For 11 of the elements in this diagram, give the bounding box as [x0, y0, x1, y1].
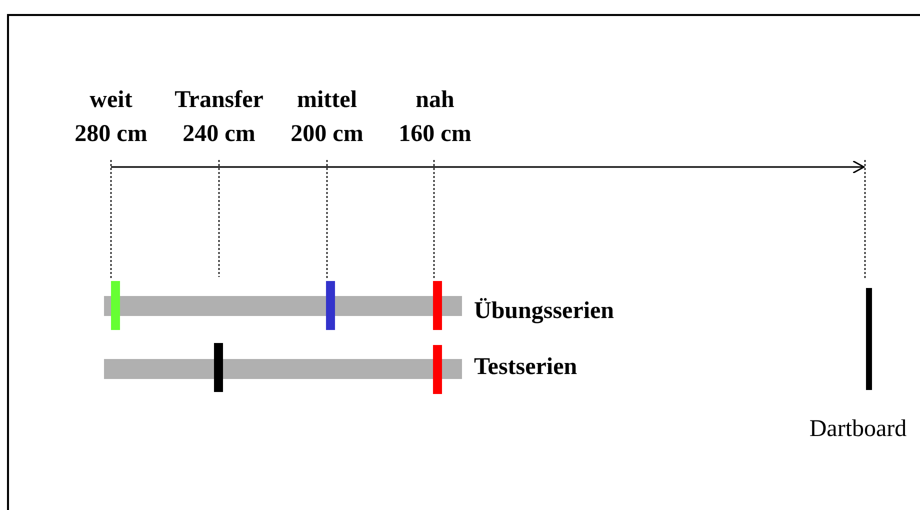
row-label: Übungsserien: [474, 297, 614, 325]
distance-name: Transfer: [174, 86, 264, 114]
target-label: Dartboard: [809, 415, 907, 443]
distance-value: 240 cm: [182, 120, 256, 148]
distance-name: nah: [416, 86, 454, 114]
distance-value: 200 cm: [290, 120, 364, 148]
distance-name: weit: [90, 86, 132, 114]
distance-value: 160 cm: [398, 120, 472, 148]
row-label: Testserien: [474, 353, 578, 381]
distance-name: mittel: [297, 86, 357, 114]
distance-value: 280 cm: [74, 120, 148, 148]
